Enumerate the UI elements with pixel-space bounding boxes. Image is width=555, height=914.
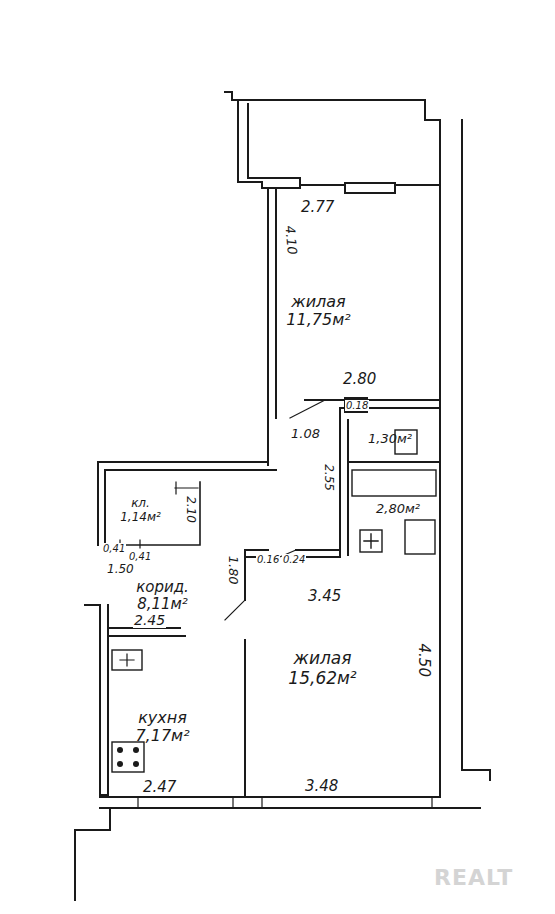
wall — [305, 400, 440, 408]
room-area: 8,11м² — [135, 596, 190, 613]
dimension: 3.45 — [307, 588, 342, 605]
room-name: 2,80м² — [375, 502, 421, 517]
room-name: 1,30м² — [367, 432, 413, 447]
room-area: 1,14м² — [119, 511, 162, 525]
room-area: 11,75м² — [285, 311, 352, 329]
washbasin — [360, 530, 382, 552]
wall — [98, 462, 276, 470]
dimension: 1.80 — [225, 555, 239, 586]
dimension: 0.24 — [282, 554, 306, 565]
dimension: 1.50 — [106, 563, 135, 576]
bathtub — [352, 470, 436, 496]
dimension: 2.77 — [300, 199, 335, 216]
outer-wall — [75, 808, 110, 900]
dimension: 0,41 — [128, 551, 152, 562]
stove — [112, 742, 144, 772]
dimension: 0,41 — [102, 543, 126, 554]
room-label: 2,80м² — [371, 500, 425, 521]
room-area: 7,17м² — [134, 727, 191, 745]
room-name: кухня — [134, 709, 191, 727]
dimension: 4.50 — [415, 643, 432, 678]
wall — [98, 462, 105, 545]
room-label: жилая15,62м² — [283, 647, 362, 693]
balcony-wall — [225, 92, 440, 120]
sink — [112, 650, 142, 670]
dimension: 1.08 — [290, 427, 321, 441]
closet-wall — [105, 482, 200, 545]
wall — [300, 184, 440, 186]
wall — [348, 461, 440, 463]
dimension: 2.45 — [133, 613, 166, 628]
closet-mark — [175, 482, 198, 494]
watermark: REALT — [433, 866, 514, 890]
room-name: кл. — [119, 497, 162, 511]
room-name: жилая — [285, 293, 352, 311]
dimension: 0.18 — [345, 400, 369, 411]
window — [262, 797, 432, 808]
room-name: корид. — [135, 579, 190, 596]
room-label: 1,30м² — [363, 430, 417, 451]
dimension: 2.47 — [142, 779, 177, 796]
dimension: 2.80 — [342, 371, 377, 388]
room-label: кухня7,17м² — [130, 707, 195, 750]
dimension: 2.10 — [184, 495, 197, 524]
sink-drain — [120, 654, 134, 666]
wall — [268, 190, 276, 465]
wall — [244, 550, 246, 797]
wall — [108, 628, 185, 636]
window — [345, 183, 395, 193]
room-area: 15,62м² — [287, 669, 358, 689]
wall — [85, 605, 108, 795]
stove-burners — [117, 747, 139, 767]
room-name: жилая — [287, 649, 358, 669]
door-swing — [290, 400, 325, 418]
room-label: кл.1,14м² — [115, 495, 166, 529]
outer-wall — [100, 797, 480, 808]
balcony-rail — [238, 100, 300, 188]
outer-wall — [462, 120, 490, 780]
room-label: жилая11,75м² — [281, 291, 356, 334]
door-swing — [225, 600, 245, 620]
outer-wall — [439, 120, 441, 795]
drain — [364, 534, 378, 548]
dimension: 4.10 — [282, 224, 299, 256]
wall — [340, 408, 348, 555]
washing-machine — [405, 520, 435, 554]
dimension: 0.16 — [256, 554, 280, 565]
room-label: корид.8,11м² — [131, 577, 194, 618]
dimension: 2.55 — [322, 463, 335, 492]
window — [138, 797, 233, 808]
dimension: 3.48 — [304, 778, 339, 795]
